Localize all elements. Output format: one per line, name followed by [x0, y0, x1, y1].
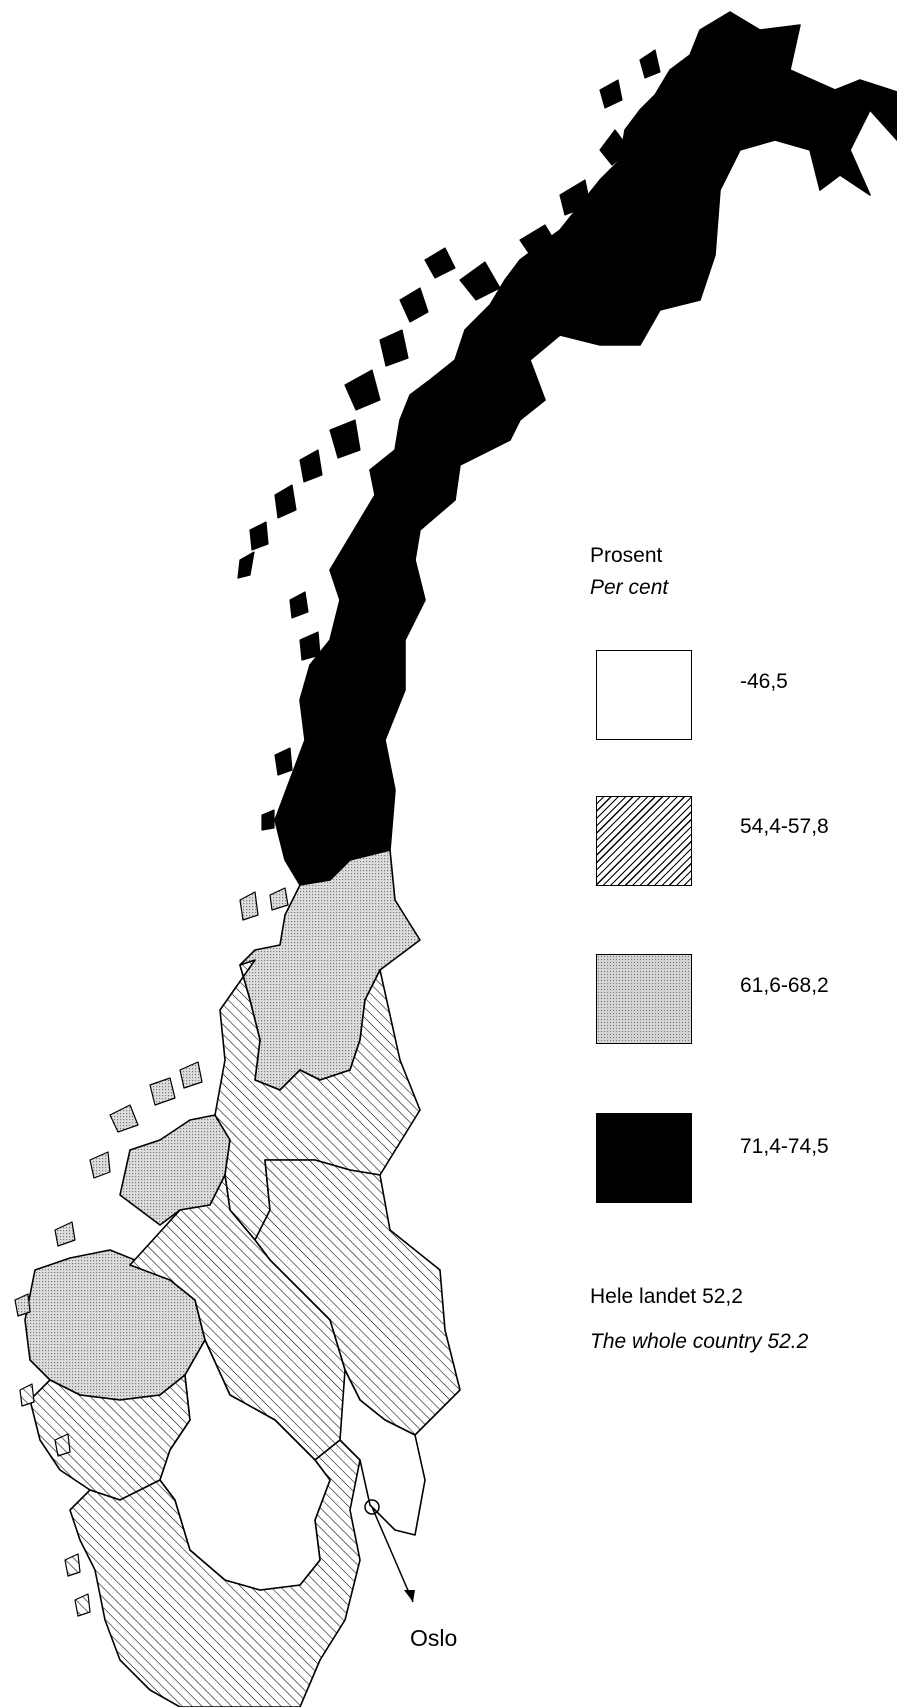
legend-swatch-hatch	[596, 796, 692, 886]
legend-swatch-solid	[596, 1113, 692, 1203]
region-vestfold-ostfold	[159, 1339, 331, 1591]
oslo-callout	[364, 1499, 415, 1603]
oslo-arrow-head	[404, 1590, 415, 1602]
legend-label-2: 54,4-57,8	[740, 815, 829, 838]
region-trondelag	[239, 849, 421, 1091]
legend-swatch-white	[596, 650, 692, 740]
oslo-marker	[364, 1499, 380, 1515]
legend-label-4: 71,4-74,5	[740, 1135, 829, 1158]
region-oppland-hedmark	[214, 959, 421, 1241]
region-hordaland	[19, 1374, 191, 1501]
summary-norwegian: Hele landet 52,2	[590, 1285, 743, 1308]
legend-label-3: 61,6-68,2	[740, 974, 829, 997]
legend-label-1: -46,5	[740, 670, 788, 693]
legend-swatch-dots	[596, 954, 692, 1044]
oslo-arrow-line	[371, 1506, 414, 1603]
region-sogn-og-fjordane	[14, 1221, 206, 1401]
region-oslo-akershus	[339, 1369, 426, 1536]
legend-title: Prosent	[590, 544, 663, 567]
oslo-label: Oslo	[410, 1625, 458, 1651]
region-northern-norway	[237, 11, 897, 886]
region-more-og-romsdal	[89, 1061, 231, 1226]
legend-subtitle: Per cent	[590, 576, 669, 599]
summary-english: The whole country 52.2	[590, 1330, 809, 1353]
